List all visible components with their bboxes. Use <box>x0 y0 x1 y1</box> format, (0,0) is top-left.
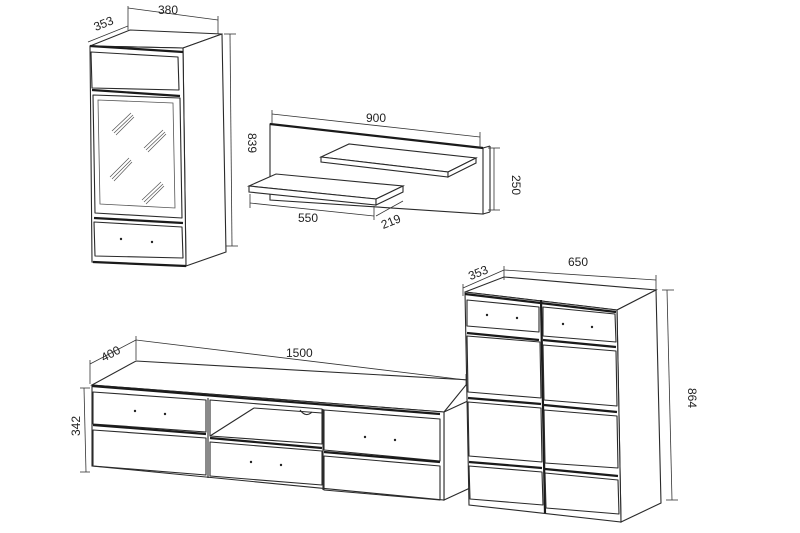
tv-stand <box>90 360 472 501</box>
tv-stand-height-label: 342 <box>69 416 83 436</box>
wall-shelf-width-label: 900 <box>366 111 386 125</box>
chest-width-label: 650 <box>568 255 588 269</box>
wall-shelf-height-label: 250 <box>509 175 523 195</box>
tv-stand-depth-label: 400 <box>99 343 124 365</box>
wall-cabinet-depth-label: 353 <box>92 13 116 34</box>
shelf-depth-label: 219 <box>379 211 403 232</box>
wall-cabinet-height-label: 839 <box>245 133 259 153</box>
wall-cabinet-dimensions: 353 380 839 <box>87 3 259 247</box>
wall-shelf <box>246 122 491 215</box>
cable-hole-icon <box>299 409 313 416</box>
glass-reflection-icon <box>109 112 167 205</box>
chest-of-drawers <box>464 276 662 523</box>
chest-depth-label: 353 <box>466 262 490 283</box>
shelf-length-label: 550 <box>298 211 318 225</box>
wall-cabinet <box>89 29 227 268</box>
chest-height-label: 864 <box>685 388 699 408</box>
tv-stand-width-label: 1500 <box>286 346 313 360</box>
wall-cabinet-width-label: 380 <box>158 3 178 17</box>
glass-panel <box>97 99 176 209</box>
